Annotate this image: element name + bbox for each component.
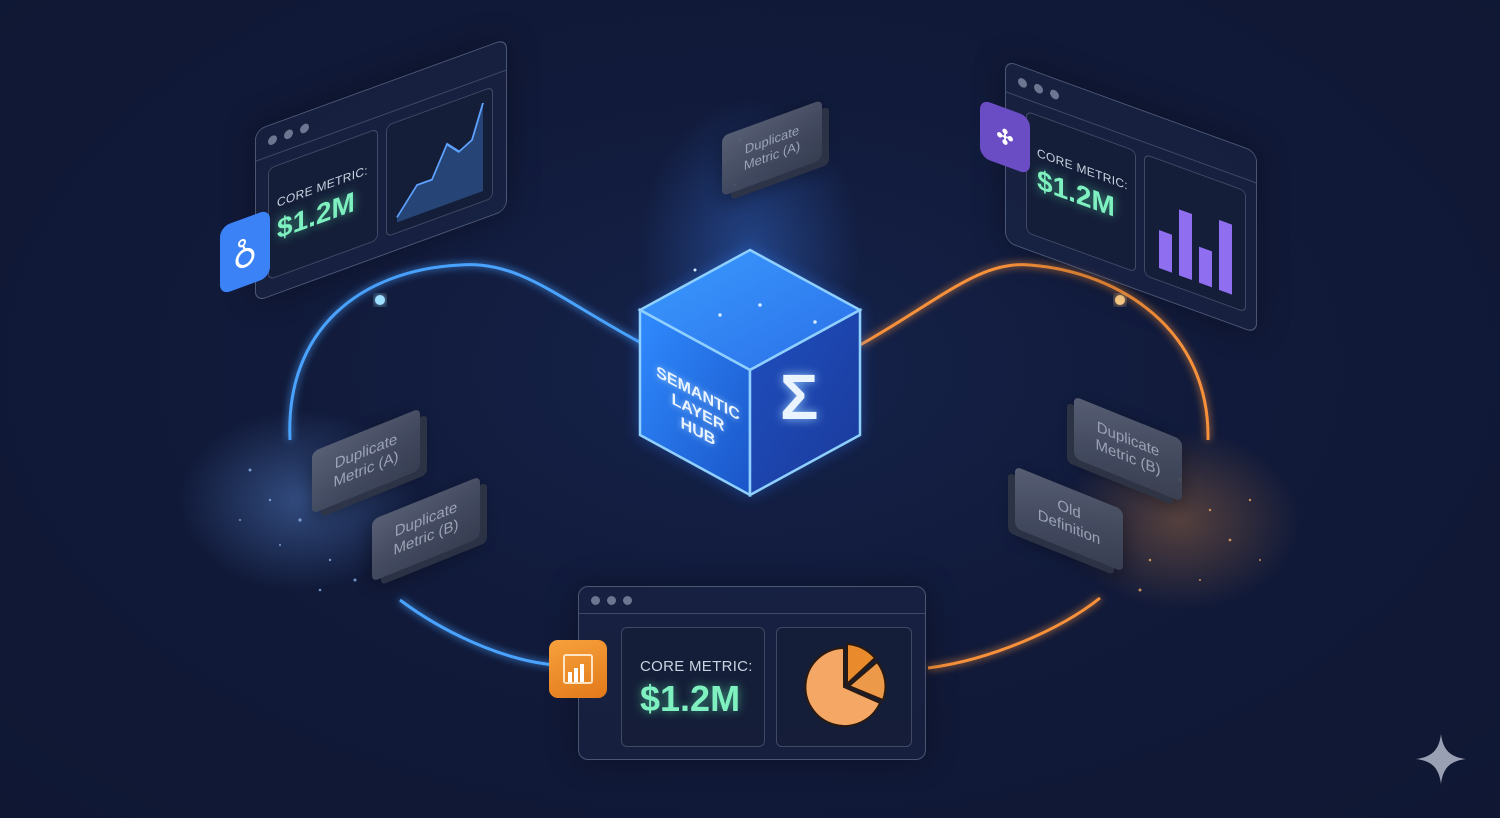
- window-dot: [300, 121, 309, 135]
- pie-chart-icon: [804, 642, 887, 727]
- metric-card: CORE METRIC: $1.2M: [1026, 110, 1136, 273]
- window-dot: [268, 133, 277, 146]
- semantic-layer-hub-cube[interactable]: SEMANTIC LAYER HUB Σ: [637, 248, 863, 498]
- bar-chart-card: [1144, 153, 1246, 313]
- area-chart-icon: [396, 102, 484, 223]
- looker-dashboard-window[interactable]: CORE METRIC: $1.2M: [255, 38, 507, 302]
- window-dot: [284, 127, 293, 140]
- tableau-dashboard-window[interactable]: CORE METRIC: $1.2M: [1005, 60, 1257, 334]
- window-dot: [623, 595, 632, 605]
- looker-icon: [220, 208, 270, 296]
- line-chart-card: [386, 86, 493, 238]
- metric-value: $1.2M: [640, 678, 741, 719]
- metric-card: CORE METRIC: $1.2M: [621, 627, 765, 747]
- pie-chart-card: [776, 627, 912, 747]
- powerbi-dashboard-window[interactable]: CORE METRIC: $1.2M: [578, 586, 926, 760]
- window-dot: [1050, 87, 1059, 101]
- window-dot: [1034, 82, 1043, 95]
- metric-label: CORE METRIC:: [640, 658, 753, 675]
- sigma-icon: Σ: [780, 361, 819, 433]
- window-titlebar: [579, 587, 925, 614]
- window-dot: [607, 595, 616, 605]
- bar-chart-icon: [1159, 209, 1232, 295]
- sparkle-icon: [1416, 734, 1466, 784]
- window-dot: [1018, 76, 1027, 89]
- powerbi-icon: [549, 640, 607, 698]
- window-dot: [591, 595, 600, 605]
